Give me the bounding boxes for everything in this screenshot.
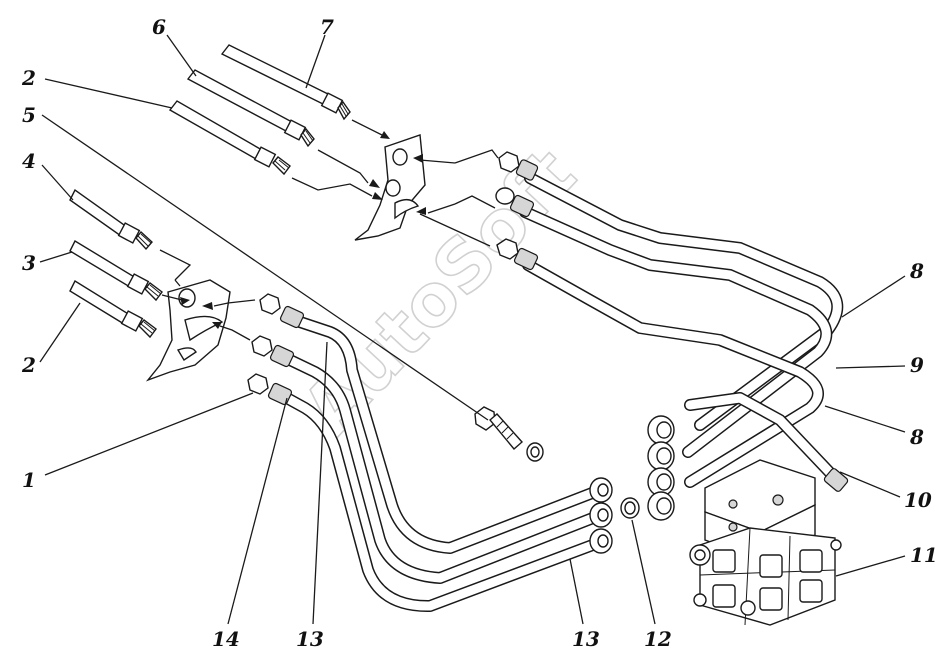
union-nuts-lower (247, 293, 305, 406)
callout-4: 4 (22, 149, 36, 173)
hose-fittings-left (69, 44, 351, 339)
assembly-arrows (159, 119, 499, 341)
callout-2-lower: 2 (21, 353, 36, 377)
union-nut (251, 335, 295, 368)
pipe-upper-3 (522, 259, 824, 488)
banjo-fitting (589, 477, 613, 503)
pipe-end-nut (823, 468, 849, 492)
callout-5: 5 (22, 103, 36, 127)
leader-7 (305, 34, 326, 89)
leader-9 (835, 365, 906, 369)
mounting-bracket-upper (354, 134, 426, 241)
leader-10 (839, 471, 901, 498)
pipe-upper-2 (519, 206, 833, 458)
connector-tube-4 (69, 188, 153, 251)
leader-6 (166, 34, 197, 77)
pipe-lower-1 (294, 316, 606, 554)
callout-1: 1 (22, 468, 36, 492)
leader-8b (824, 405, 906, 433)
callout-3: 3 (22, 251, 36, 275)
callout-labels: 1 2 2 3 4 5 6 7 8 8 9 10 11 12 13 13 14 (21, 15, 938, 651)
leader-12 (631, 519, 656, 625)
callout-11: 11 (910, 543, 938, 567)
union-nut (247, 373, 293, 406)
leader-3 (39, 251, 73, 263)
leader-11 (835, 555, 906, 577)
callout-8-lower: 8 (909, 425, 924, 449)
union-nuts-upper (495, 151, 539, 271)
banjo-bolt (474, 406, 544, 462)
hydraulic-valve-block (689, 459, 842, 626)
leader-1 (44, 392, 254, 476)
callout-7: 7 (320, 15, 334, 39)
callout-6: 6 (152, 15, 166, 39)
banjo-fitting (589, 502, 613, 528)
leader-lines (39, 34, 906, 625)
banjo-fitting (647, 491, 675, 521)
union-nut (495, 187, 535, 218)
callout-10: 10 (904, 488, 932, 512)
leader-5 (41, 114, 489, 421)
banjo-fitting (647, 441, 675, 471)
banjo-fitting (589, 528, 613, 554)
callout-13-left: 13 (296, 627, 324, 651)
leader-13b (312, 341, 328, 625)
callout-12: 12 (644, 627, 672, 651)
banjo-fitting (647, 415, 675, 445)
callout-2-upper: 2 (21, 66, 36, 90)
connector-tube-3 (69, 240, 163, 302)
sealing-washer (620, 497, 640, 519)
union-nut (496, 238, 539, 271)
banjo-fittings-lower (589, 477, 613, 554)
pipe-10 (684, 392, 841, 484)
callout-14: 14 (212, 627, 240, 651)
connector-tube-2-lower (69, 280, 157, 339)
leader-8a (841, 275, 906, 318)
connector-tube-6 (186, 69, 315, 148)
connector-tube-7 (220, 44, 351, 121)
callout-8-upper: 8 (909, 259, 924, 283)
leader-14 (227, 397, 288, 625)
callout-9: 9 (910, 353, 924, 377)
leader-2a (44, 78, 173, 109)
callout-13-right: 13 (572, 627, 600, 651)
leader-2b (39, 302, 81, 363)
leader-13a (569, 558, 584, 625)
connector-tube-2-upper (168, 100, 291, 176)
union-nut (259, 293, 305, 329)
union-nut (498, 151, 539, 181)
banjo-fittings-upper (647, 415, 675, 521)
pipe-lower-3 (279, 391, 604, 613)
pipe-group-upper (519, 172, 844, 488)
leader-4 (41, 164, 74, 201)
